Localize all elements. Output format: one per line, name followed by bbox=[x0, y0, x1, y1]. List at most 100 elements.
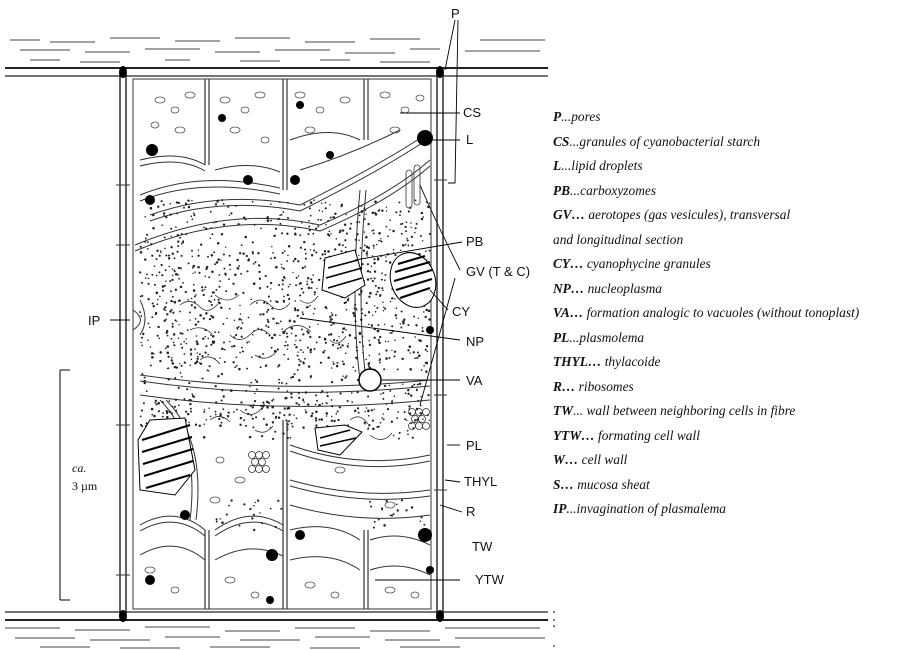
ribosome-dot bbox=[340, 393, 342, 395]
ribosome-dot bbox=[337, 419, 339, 421]
ribosome-dot bbox=[299, 340, 301, 342]
ribosome-dot bbox=[366, 252, 368, 254]
ribosome-dot bbox=[299, 294, 301, 296]
ribosome-dot bbox=[248, 317, 250, 319]
ribosome-dot bbox=[320, 362, 322, 364]
ribosome-dot bbox=[262, 313, 264, 315]
ribosome-dot bbox=[327, 395, 329, 397]
ribosome-dot bbox=[193, 289, 196, 292]
ribosome-dot bbox=[153, 305, 155, 307]
ribosome-dot bbox=[414, 357, 416, 359]
ribosome-dot bbox=[385, 226, 387, 228]
ribosome-dot bbox=[205, 227, 208, 230]
ribosome-dot bbox=[302, 333, 304, 335]
ribosome-dot bbox=[421, 212, 423, 214]
ribosome-dot bbox=[197, 255, 199, 257]
ribosome-dot bbox=[369, 355, 371, 357]
ribosome-dot bbox=[318, 336, 320, 338]
ribosome-dot bbox=[414, 336, 416, 338]
ribosome-dot bbox=[196, 335, 198, 337]
ribosome-dot bbox=[321, 390, 323, 392]
ribosome-dot bbox=[283, 301, 285, 303]
ribosome-dot bbox=[172, 325, 174, 327]
legend-code: R… bbox=[553, 379, 575, 394]
ribosome-dot bbox=[356, 391, 358, 393]
ribosome-dot bbox=[304, 358, 306, 360]
ribosome-dot bbox=[151, 414, 153, 416]
ribosome-dot bbox=[385, 256, 386, 257]
ribosome-dot bbox=[358, 294, 360, 296]
ribosome-dot bbox=[368, 424, 370, 426]
ribosome-dot bbox=[172, 323, 174, 325]
ribosome-dot bbox=[327, 250, 330, 253]
ribosome-dot bbox=[285, 341, 287, 343]
ribosome-dot bbox=[333, 420, 335, 422]
ribosome-dot bbox=[389, 219, 391, 221]
ribosome-dot bbox=[313, 249, 315, 251]
ribosome-dot bbox=[376, 291, 378, 293]
ribosome-dot bbox=[362, 345, 364, 347]
ribosome-dot bbox=[250, 404, 252, 406]
ribosome-dot bbox=[373, 262, 376, 265]
ribosome-dot bbox=[278, 382, 280, 384]
ribosome-dot bbox=[389, 332, 391, 334]
ribosome-dot bbox=[405, 244, 407, 246]
legend-code: YTW… bbox=[553, 428, 595, 443]
ribosome-dot bbox=[239, 525, 241, 527]
ribosome-dot bbox=[139, 271, 141, 273]
ribosome-dot bbox=[140, 416, 142, 418]
ribosome-dot bbox=[167, 352, 170, 355]
legend-text: ...granules of cyanobacterial starch bbox=[569, 134, 760, 149]
ribosome-dot bbox=[284, 277, 286, 279]
ribosome-dot bbox=[260, 366, 262, 368]
ribosome-dot bbox=[349, 334, 352, 337]
ribosome-dot bbox=[141, 295, 143, 297]
ribosome-dot bbox=[178, 337, 180, 339]
ribosome-dot bbox=[369, 292, 372, 295]
ribosome-dot bbox=[286, 332, 288, 334]
ribosome-dot bbox=[211, 295, 213, 297]
ribosome-dot bbox=[401, 233, 403, 235]
ribosome-dot bbox=[261, 435, 263, 437]
ribosome-dot bbox=[366, 302, 368, 304]
ribosome-dot bbox=[144, 258, 146, 260]
ribosome-dot bbox=[252, 406, 254, 408]
ribosome-dot bbox=[394, 254, 396, 256]
ribosome-dot bbox=[181, 333, 183, 335]
ribosome-dot bbox=[374, 277, 376, 279]
ribosome-dot bbox=[410, 227, 411, 228]
ribosome-dot bbox=[311, 412, 313, 414]
ribosome-dot bbox=[345, 352, 347, 354]
ribosome-dot bbox=[148, 278, 150, 280]
ribosome-dot bbox=[175, 273, 177, 275]
ribosome-dot bbox=[402, 383, 403, 384]
ribosome-dot bbox=[380, 422, 382, 424]
ribosome-dot bbox=[286, 233, 288, 235]
ribosome-dot bbox=[188, 382, 190, 384]
ribosome-dot bbox=[176, 321, 177, 322]
ribosome-dot bbox=[151, 316, 153, 318]
ribosome-dot bbox=[254, 261, 256, 263]
ribosome-dot bbox=[200, 244, 202, 246]
ribosome-dot bbox=[420, 235, 422, 237]
ribosome-dot bbox=[282, 252, 284, 254]
ribosome-dot bbox=[346, 375, 348, 377]
ribosome-dot bbox=[373, 527, 375, 529]
ribosome-dot bbox=[374, 200, 377, 203]
scale-prefix: ca. bbox=[72, 461, 86, 475]
ribosome-dot bbox=[180, 286, 183, 289]
ribosome-dot bbox=[425, 370, 428, 373]
ribosome-dot bbox=[332, 216, 334, 218]
ribosome-dot bbox=[394, 340, 396, 342]
legend-text: ... wall between neighboring cells in fi… bbox=[573, 403, 795, 418]
ribosome-dot bbox=[320, 219, 322, 221]
ribosome-dot bbox=[334, 248, 336, 250]
ribosome-dot bbox=[279, 412, 281, 414]
ribosome-dot bbox=[204, 275, 206, 277]
ribosome-dot bbox=[364, 411, 366, 413]
ribosome-dot bbox=[210, 227, 212, 229]
ribosome-dot bbox=[232, 361, 234, 363]
legend-code: CY… bbox=[553, 256, 584, 271]
ribosome-dot bbox=[328, 230, 330, 232]
ribosome-dot bbox=[293, 373, 295, 375]
